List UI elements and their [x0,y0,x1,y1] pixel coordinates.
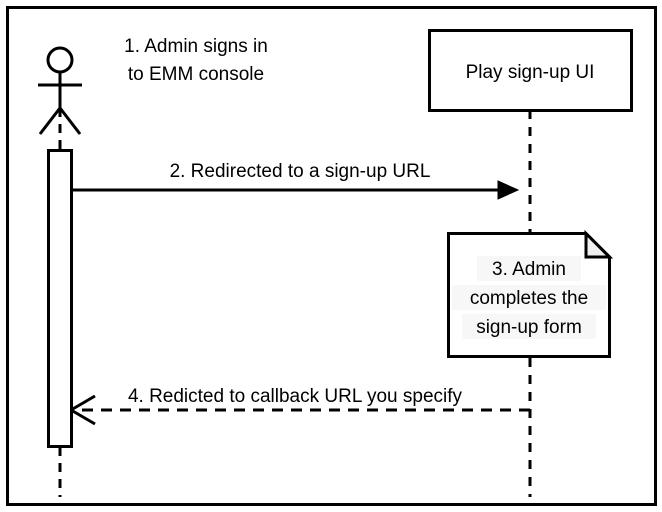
note-text-highlight-2 [452,285,606,310]
participant-label-play-signup-ui: Play sign-up UI [466,62,595,83]
message-2-arrowhead [497,180,520,200]
step-3-label-line3: sign-up form [476,317,582,338]
message-4-arrowhead [70,394,96,426]
note-fold-corner [584,229,614,259]
step-4-label: 4. Redicted to callback URL you specify [128,386,463,407]
note-text-highlight-1 [477,256,581,281]
actor-stick-figure-icon [38,46,82,135]
step-3-label-line1: 3. Admin [492,259,566,280]
step-1-label-line2: to EMM console [128,64,264,85]
actor-activation-bar [47,149,73,448]
step-2-label: 2. Redirected to a sign-up URL [170,161,431,182]
participant-box-play-signup-ui[interactable] [428,29,633,112]
step-3-label-line2: completes the [470,288,588,309]
note-text-highlight-3 [462,314,596,339]
step-1-label-line1: 1. Admin signs in [124,36,268,57]
